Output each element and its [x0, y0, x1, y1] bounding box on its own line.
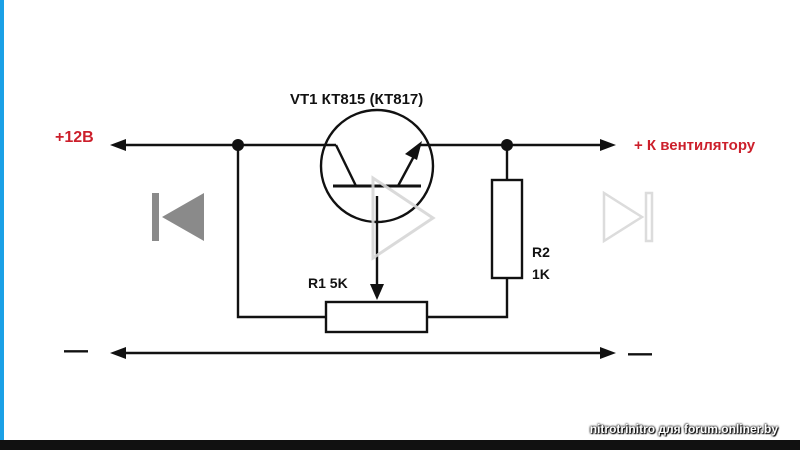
output-arrowhead — [600, 139, 616, 151]
bottom-left-arrowhead — [110, 347, 126, 359]
transistor-vt1 — [319, 108, 435, 224]
transistor-label: VT1 КТ815 (КТ817) — [290, 91, 423, 108]
resistor-r2 — [490, 178, 524, 280]
emitter-arrowhead — [405, 141, 422, 160]
left-accent-bar — [0, 0, 4, 450]
bottom-right-arrowhead — [600, 347, 616, 359]
r2-name-label: R2 — [532, 244, 550, 260]
bottom-bar — [0, 440, 800, 450]
junction-left — [232, 139, 244, 151]
wires — [120, 143, 606, 355]
input-voltage-label: +12В — [55, 129, 94, 146]
r2-value-label: 1K — [532, 266, 550, 282]
r1-label: R1 5K — [308, 275, 348, 291]
transistor-body — [319, 108, 435, 224]
skip-back-icon[interactable] — [152, 193, 204, 241]
minus-right-label: — — [628, 340, 652, 367]
skip-forward-icon[interactable] — [602, 190, 654, 244]
transistor-collector — [334, 144, 358, 187]
input-arrowhead — [110, 139, 126, 151]
play-icon[interactable] — [371, 175, 436, 261]
minus-left-label: — — [64, 337, 88, 364]
output-fan-label: + К вентилятору — [634, 137, 756, 154]
r1-wiper-arrowhead — [370, 284, 384, 300]
left-branch-wire — [236, 145, 326, 319]
junction-right — [501, 139, 513, 151]
resistor-r1 — [324, 300, 429, 334]
watermark-text: nitrotrinitro для forum.onliner.by — [589, 422, 778, 436]
r2-bottom-wire — [427, 278, 509, 319]
